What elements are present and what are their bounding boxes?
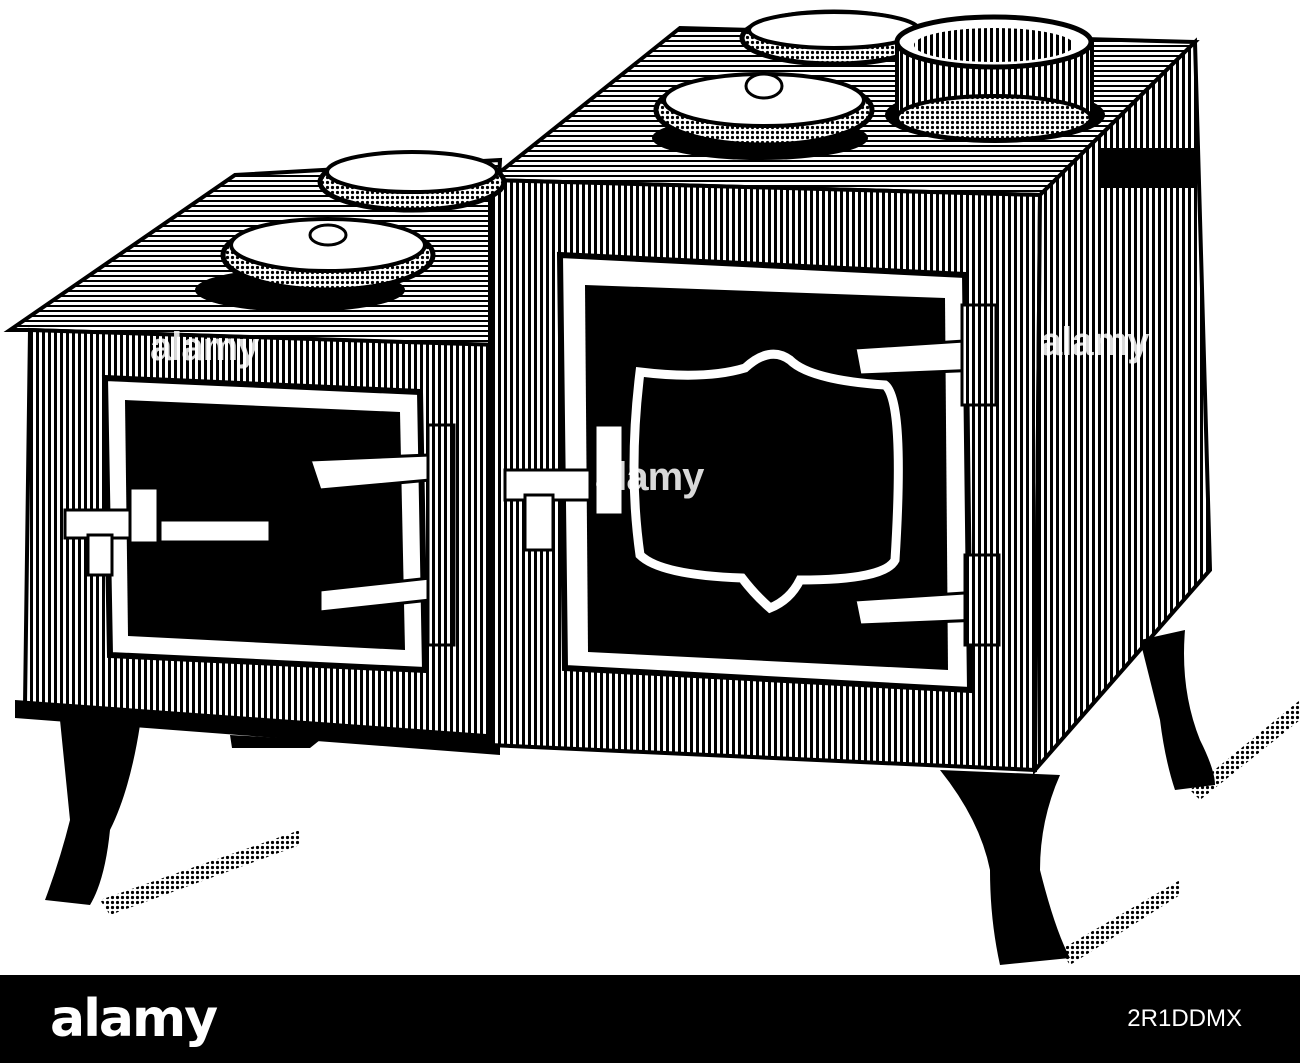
stove-illustration [3, 9, 1300, 965]
large-pot [885, 14, 1105, 143]
watermark: alamy [595, 455, 704, 499]
pot-left-front [195, 217, 436, 312]
pot-right-front [652, 72, 875, 160]
pot-right-back [739, 9, 929, 67]
watermark: alamy [150, 325, 259, 369]
stock-photo-footer: alamy 2R1DDMX [0, 975, 1300, 1063]
left-door [63, 374, 456, 674]
watermark: alamy [1040, 320, 1149, 364]
alamy-logo: alamy [50, 989, 218, 1049]
pot-left-back [317, 150, 507, 213]
right-side [1032, 37, 1213, 776]
floor-shadow [100, 700, 1300, 965]
image-id: 2R1DDMX [1127, 1005, 1242, 1032]
stove-legs [45, 630, 1215, 965]
oven-door [503, 251, 1001, 694]
